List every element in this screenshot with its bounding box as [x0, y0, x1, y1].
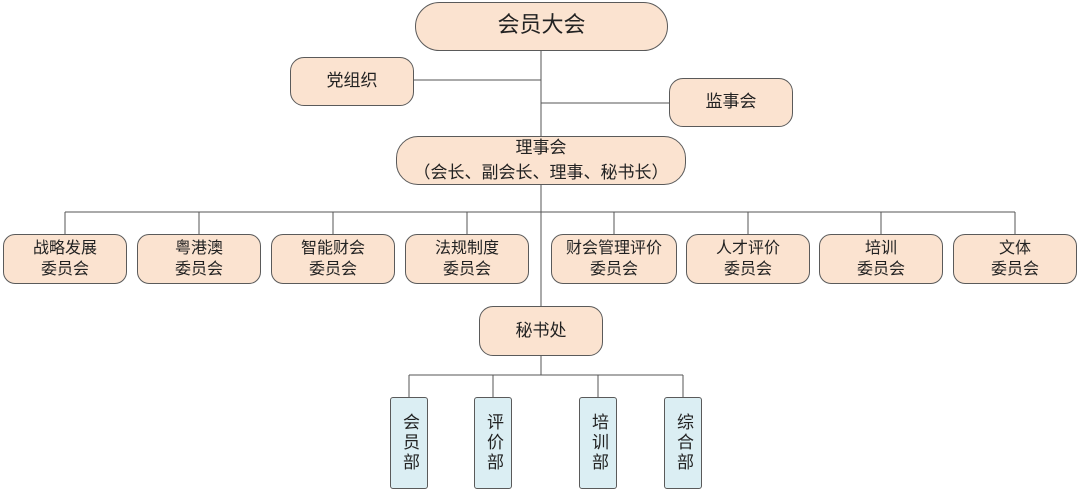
department-node: 综合部: [664, 397, 702, 489]
committee-node: 法规制度 委员会: [405, 234, 529, 284]
committee-node: 战略发展 委员会: [3, 234, 127, 284]
general-assembly-label: 会员大会: [497, 13, 586, 39]
department-node: 会员部: [390, 397, 428, 489]
department-label: 会员部: [399, 413, 420, 473]
party-org-node: 党组织: [290, 57, 414, 106]
committee-suffix: 委员会: [40, 259, 89, 278]
committee-node: 粤港澳 委员会: [137, 234, 261, 284]
party-org-label: 党组织: [326, 71, 378, 92]
committee-name: 法规制度: [434, 238, 499, 258]
council-node: 理事会 （会长、副会长、理事、秘书长）: [396, 136, 686, 185]
supervisory-board-label: 监事会: [705, 92, 757, 113]
department-node: 培训部: [579, 397, 617, 489]
department-label: 综合部: [673, 413, 694, 473]
committee-name: 财会管理评价: [565, 238, 662, 258]
committee-name: 培训: [864, 238, 897, 258]
committee-suffix: 委员会: [308, 259, 357, 278]
secretariat-label: 秘书处: [515, 320, 567, 341]
council-members: （会长、副会长、理事、秘书长）: [413, 162, 669, 183]
committee-node: 文体 委员会: [953, 234, 1077, 284]
committee-node: 人才评价 委员会: [686, 234, 810, 284]
committee-name: 战略发展: [32, 238, 97, 258]
department-label: 培训部: [588, 413, 609, 473]
committee-suffix: 委员会: [589, 259, 638, 278]
committee-name: 粤港澳: [174, 238, 223, 258]
general-assembly-node: 会员大会: [415, 2, 668, 51]
committee-suffix: 委员会: [990, 259, 1039, 278]
council-title: 理事会: [515, 137, 567, 158]
supervisory-board-node: 监事会: [669, 78, 793, 127]
committee-suffix: 委员会: [856, 259, 905, 278]
committee-node: 财会管理评价 委员会: [551, 234, 677, 284]
department-label: 评价部: [483, 413, 504, 473]
committee-suffix: 委员会: [442, 259, 491, 278]
committee-name: 文体: [998, 238, 1031, 258]
committee-name: 人才评价: [715, 238, 780, 258]
committee-name: 智能财会: [300, 238, 365, 258]
committee-suffix: 委员会: [723, 259, 772, 278]
committee-suffix: 委员会: [174, 259, 223, 278]
committee-node: 培训 委员会: [819, 234, 943, 284]
department-node: 评价部: [474, 397, 512, 489]
committee-node: 智能财会 委员会: [271, 234, 395, 284]
secretariat-node: 秘书处: [479, 306, 603, 356]
